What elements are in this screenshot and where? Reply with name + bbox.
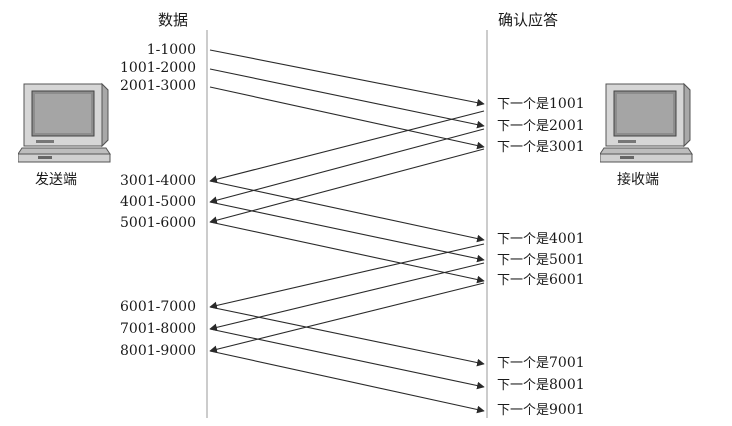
sender-column-header: 数据 <box>158 11 189 29</box>
ack-label: 下一个是1001 <box>497 96 585 113</box>
data-segment-arrow <box>209 306 485 367</box>
receiver-host-label: 接收端 <box>617 172 659 188</box>
data-segment-label: 1001-2000 <box>120 60 196 76</box>
ack-label: 下一个是6001 <box>497 272 585 289</box>
ack-number: 6001 <box>549 272 585 288</box>
data-segment-label: 5001-6000 <box>120 215 196 231</box>
ack-prefix: 下一个是 <box>497 356 550 371</box>
ack-number: 9001 <box>549 402 585 418</box>
ack-label: 下一个是2001 <box>497 118 585 135</box>
ack-prefix: 下一个是 <box>497 232 550 247</box>
ack-number: 2001 <box>549 118 585 134</box>
ack-number: 8001 <box>549 377 585 393</box>
receiver-column-header: 确认应答 <box>498 11 559 29</box>
ack-label: 下一个是3001 <box>497 139 585 156</box>
ack-arrow <box>209 282 485 354</box>
ack-prefix: 下一个是 <box>497 97 550 112</box>
data-segment-arrow <box>209 49 485 107</box>
data-segment-arrow <box>209 350 485 414</box>
data-segment-arrow <box>209 180 485 243</box>
data-segment-label: 4001-5000 <box>120 194 196 210</box>
data-segment-label: 2001-3000 <box>120 78 196 94</box>
ack-arrow <box>209 128 485 204</box>
ack-label: 下一个是7001 <box>497 355 585 372</box>
ack-number: 1001 <box>549 96 585 112</box>
ack-arrow <box>209 243 485 310</box>
ack-number: 5001 <box>549 252 585 268</box>
ack-prefix: 下一个是 <box>497 378 550 393</box>
ack-prefix: 下一个是 <box>497 253 550 268</box>
ack-prefix: 下一个是 <box>497 403 550 418</box>
ack-label: 下一个是9001 <box>497 402 585 419</box>
ack-label: 下一个是8001 <box>497 377 585 394</box>
receiver-computer-icon <box>600 82 693 163</box>
ack-prefix: 下一个是 <box>497 119 550 134</box>
sender-host-label: 发送端 <box>35 172 77 188</box>
ack-label: 下一个是4001 <box>497 231 585 248</box>
ack-label: 下一个是5001 <box>497 252 585 269</box>
ack-number: 4001 <box>549 231 585 247</box>
ack-number: 3001 <box>549 139 585 155</box>
data-segment-label: 1-1000 <box>146 42 196 58</box>
sender-computer-icon <box>18 82 111 163</box>
ack-arrow <box>209 148 485 224</box>
ack-arrow <box>209 262 485 332</box>
data-segment-arrow <box>209 86 485 150</box>
ack-prefix: 下一个是 <box>497 273 550 288</box>
data-segment-label: 8001-9000 <box>120 343 196 359</box>
ack-arrow <box>209 110 485 184</box>
ack-number: 7001 <box>549 355 585 371</box>
data-segment-label: 6001-7000 <box>120 299 196 315</box>
data-segment-arrow <box>209 68 485 129</box>
data-segment-arrow <box>209 328 485 390</box>
data-segment-arrow <box>209 221 485 284</box>
data-segment-arrow <box>209 201 485 263</box>
data-segment-label: 7001-8000 <box>120 321 196 337</box>
data-segment-label: 3001-4000 <box>120 173 196 189</box>
ack-prefix: 下一个是 <box>497 140 550 155</box>
